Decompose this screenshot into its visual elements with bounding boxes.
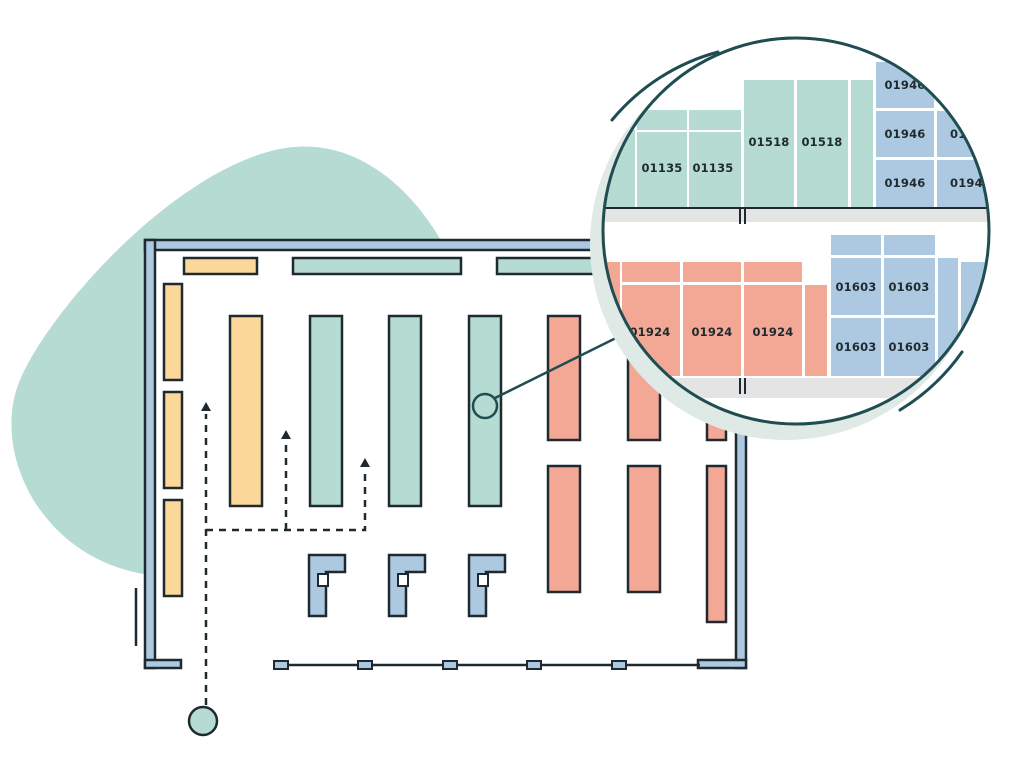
- lens-rack-salmon: [805, 285, 827, 376]
- arrow-up-icon: [281, 430, 291, 439]
- rack-salmon: [626, 464, 662, 594]
- bin-label: 01603: [888, 280, 929, 294]
- rack-yellow: [162, 390, 184, 490]
- lens-rack-teal: [637, 132, 687, 208]
- lens-rack-teal: [689, 132, 741, 208]
- lens-rack-salmon: [683, 285, 741, 376]
- bin-label: 01946: [884, 78, 925, 92]
- lens-rack-teal: [637, 110, 687, 130]
- bin-label: 01603: [835, 280, 876, 294]
- bin-label: 01946: [884, 176, 925, 190]
- wall-left: [143, 238, 157, 670]
- bin-label: 01924: [629, 325, 670, 339]
- route-arrows: [201, 402, 370, 467]
- bin-label: 01518: [748, 135, 789, 149]
- dock-door: [611, 660, 627, 670]
- lens-rack-blue: [831, 235, 881, 255]
- lens-rack-salmon: [744, 285, 802, 376]
- lens-rack-blue: [831, 258, 881, 315]
- rack-teal: [291, 256, 463, 276]
- start-point-marker: [187, 705, 219, 737]
- rack-yellow: [162, 282, 184, 382]
- packing-stations: [307, 553, 507, 618]
- lens-rack-teal: [689, 110, 741, 130]
- rack-salmon: [546, 464, 582, 594]
- lens-rack-blue: [876, 111, 934, 157]
- packing-station: [387, 553, 427, 618]
- lens-rack-blue: [937, 111, 989, 157]
- packing-station: [307, 553, 347, 618]
- lens-rack-salmon: [622, 262, 680, 282]
- rack-yellow: [162, 498, 184, 598]
- wall-bottom-left: [143, 658, 183, 670]
- lens-border: [601, 36, 991, 426]
- dock-door: [442, 660, 458, 670]
- building-walls: [134, 238, 748, 670]
- bin-label: 01924: [691, 325, 732, 339]
- lens-aisle-floor: [603, 208, 989, 222]
- picking-route: [204, 414, 367, 705]
- bin-label: 01946: [884, 127, 925, 141]
- rack-yellow: [228, 314, 264, 508]
- arrow-up-icon: [201, 402, 211, 411]
- wall-right: [734, 418, 748, 670]
- lens-rack-salmon: [744, 262, 802, 282]
- magnifier-lens: 01135 01135 01518 01518 01946 01946 0194…: [590, 36, 991, 440]
- rack-yellow: [182, 256, 259, 276]
- lens-accent-arc-bottom: [898, 350, 964, 412]
- lens-rack-teal: [744, 80, 794, 208]
- route-segment: [206, 470, 367, 532]
- lens-rack-blue: [884, 318, 935, 376]
- wall-bottom-right: [696, 658, 748, 670]
- bin-label: 01518: [801, 135, 842, 149]
- packing-station-slot: [397, 573, 409, 587]
- lens-aisle-floor: [603, 378, 989, 398]
- lens-rack-blue: [876, 160, 934, 208]
- bin-label: 0194: [950, 176, 983, 190]
- lens-rack-salmon: [683, 262, 741, 282]
- lens-accent-arc-top: [610, 50, 720, 122]
- zoom-focus-marker: [471, 392, 499, 420]
- packing-station-slot: [477, 573, 489, 587]
- top-racks: [182, 256, 619, 276]
- rack-salmon: [705, 464, 728, 624]
- lens-rack-teal: [851, 80, 873, 208]
- bin-label: 01135: [692, 161, 733, 175]
- bin-label: 01135: [641, 161, 682, 175]
- left-racks: [162, 282, 184, 598]
- dock-door: [526, 660, 542, 670]
- rack-salmon: [546, 314, 582, 442]
- packing-station: [467, 553, 507, 618]
- dock-door: [357, 660, 373, 670]
- bin-label: 01924: [752, 325, 793, 339]
- lens-rack-blue: [831, 318, 881, 376]
- dock-door: [273, 660, 289, 670]
- lens-rack-teal: [797, 80, 848, 208]
- bin-label: 01603: [888, 340, 929, 354]
- packing-station-slot: [317, 573, 329, 587]
- wall-top: [143, 238, 612, 252]
- lens-rack-blue: [884, 235, 935, 255]
- background-blob: [11, 146, 446, 576]
- rack-teal: [387, 314, 423, 508]
- rack-teal: [308, 314, 344, 508]
- zoom-connector-line: [494, 333, 623, 400]
- lens-rack-blue: [884, 258, 935, 315]
- bin-label: 01603: [835, 340, 876, 354]
- arrow-up-icon: [360, 458, 370, 467]
